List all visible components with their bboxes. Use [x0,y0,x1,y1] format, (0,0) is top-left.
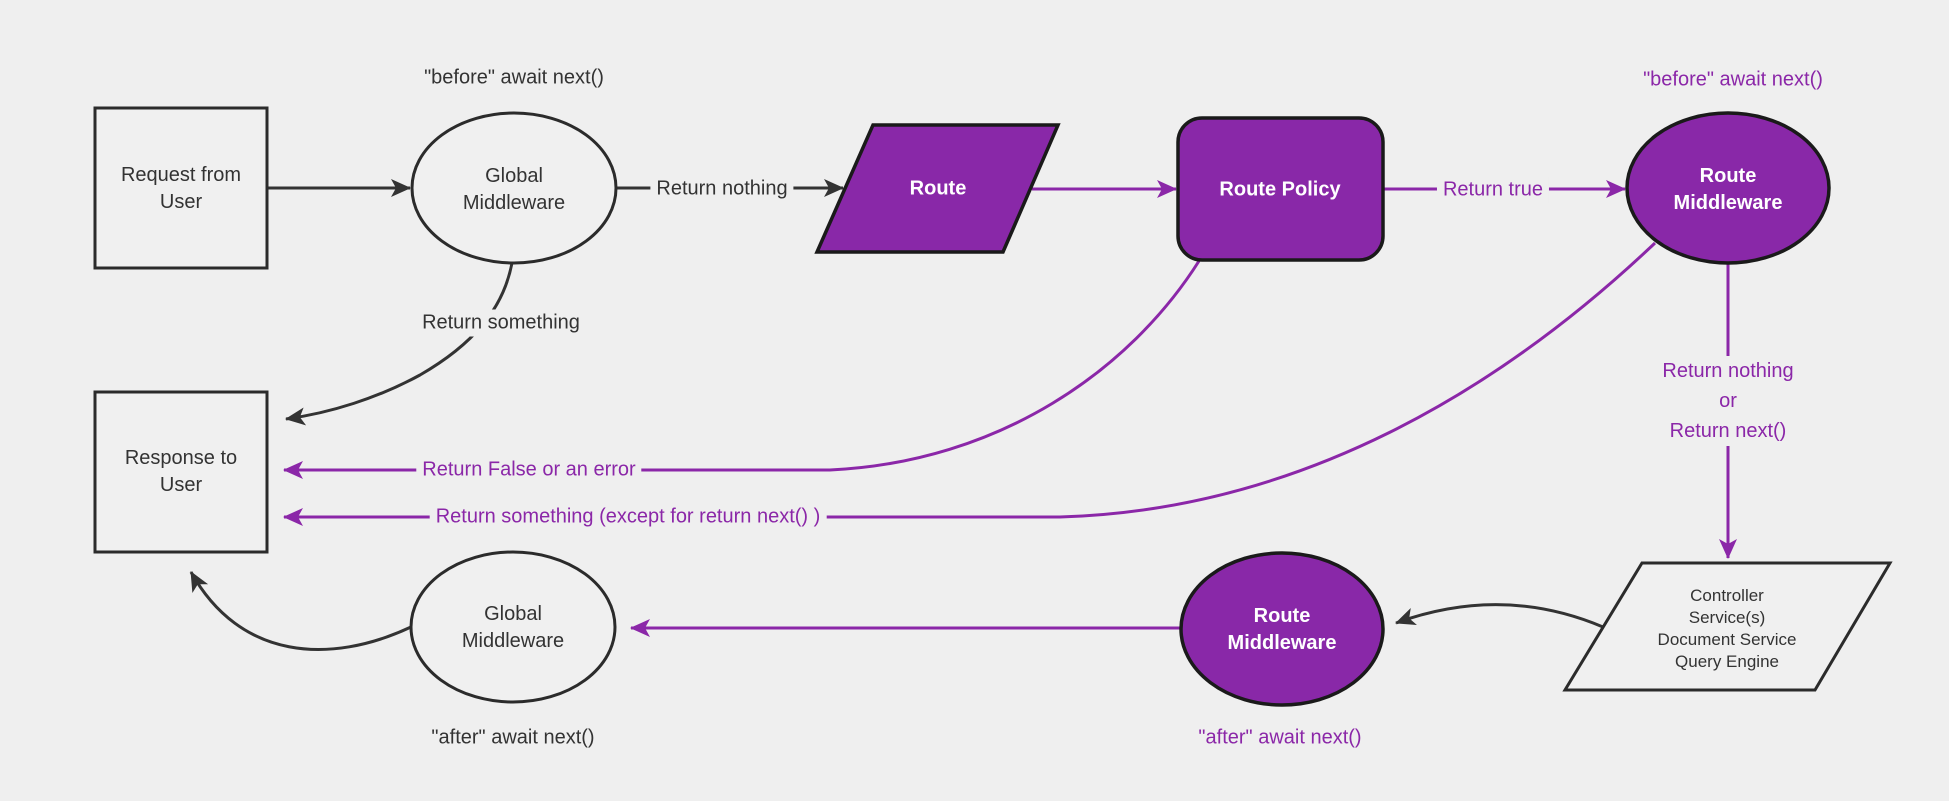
response-to-user-label: Response to User [124,447,238,496]
node-route-policy [1176,116,1385,262]
request-from-user-label: Request from User [120,164,242,213]
global-middleware-top-label: Global Middleware [462,165,566,214]
node-route-middleware-bottom [1179,551,1385,707]
route-policy-label: Route Policy [1219,178,1341,201]
node-route [814,123,1061,254]
edge-label-return-something-except: Return something (except for return next… [429,503,827,531]
node-global-middleware-bottom [409,550,617,704]
route-label: Route [909,177,967,200]
node-response-to-user [93,390,269,554]
route-middleware-top-label: Route Middleware [1673,165,1783,214]
node-request-from-user [93,106,269,270]
node-global-middleware-top [410,111,618,265]
edge-label-return-false-or-error: Return False or an error [416,456,642,484]
edge-label-return-nothing: Return nothing [650,175,794,203]
edge-global-mw-to-response [189,571,412,651]
edge-label-return-nothing-or-next: Return nothing or Return next() [1656,356,1800,446]
edge-return-something [285,262,514,426]
route-middleware-bottom-label: Route Middleware [1227,605,1337,654]
edge-label-before-await-purple: "before" await next() [1643,68,1823,91]
edge-label-return-something: Return something [416,309,586,337]
controller-services-label: Controller Service(s) Document Service Q… [1657,586,1797,671]
edge-label-return-true: Return true [1436,176,1550,204]
edge-label-after-await-black: "after" await next() [431,726,595,749]
global-middleware-bottom-label: Global Middleware [461,603,565,652]
edge-controller-to-route-middleware [1395,603,1604,629]
node-controller-services [1562,561,1893,692]
edge-label-after-await-purple: "after" await next() [1198,726,1362,749]
edge-label-before-await-black: "before" await next() [424,66,604,89]
edge-return-false-or-error [283,260,1201,479]
node-route-middleware-top [1625,111,1831,265]
edge-return-something-except [283,241,1657,526]
